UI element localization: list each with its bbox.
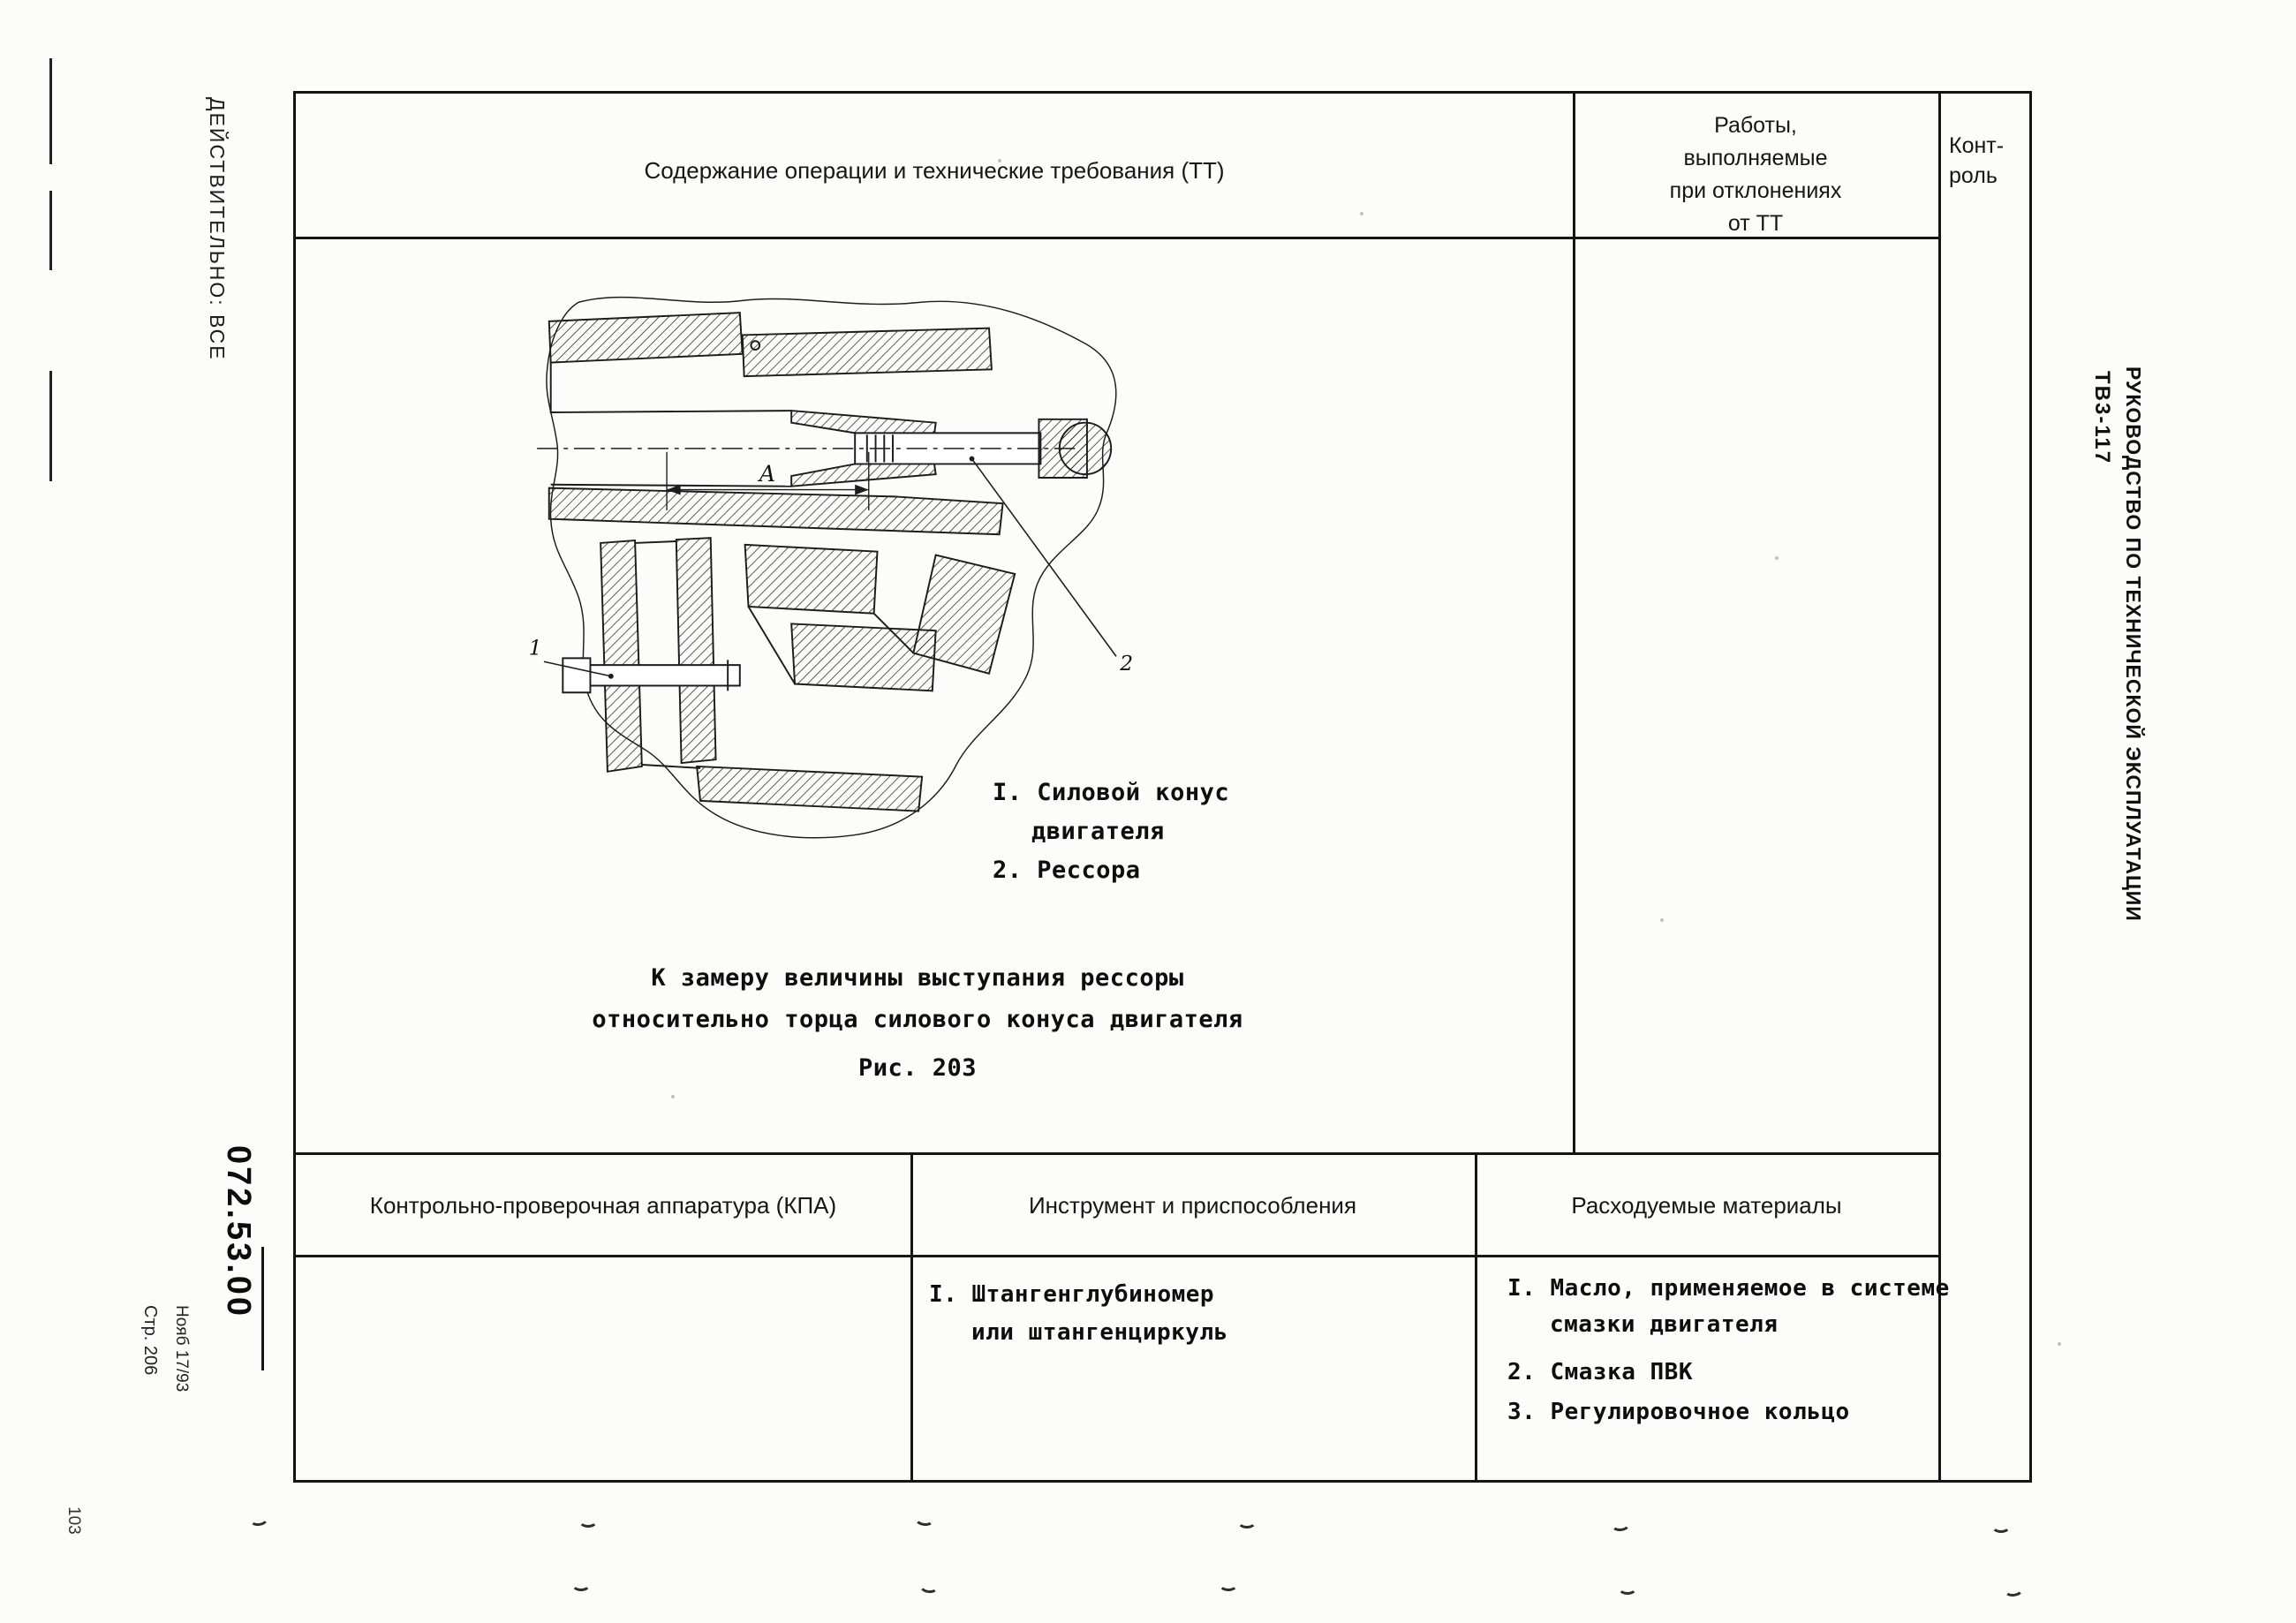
bottom-header-materials: Расходуемые материалы xyxy=(1571,1192,1842,1219)
punch-mark xyxy=(247,1510,270,1528)
materials-item: 3. Регулировочное кольцо xyxy=(1507,1399,1850,1425)
materials-list: I. Масло, применяемое в системе смазки д… xyxy=(1507,1275,1950,1425)
header-deviations-line: Работы, xyxy=(1714,113,1797,138)
tools-item-continuation: или штангенциркуль xyxy=(971,1319,1228,1346)
scan-artifact xyxy=(49,191,52,270)
header-deviations-line: от ТТ xyxy=(1727,211,1784,236)
callout-2-leader xyxy=(971,458,1117,657)
bottom-column-divider-2 xyxy=(1475,1152,1477,1480)
column-divider-control xyxy=(1938,94,1941,1480)
figure-caption-line: К замеру величины выступания рессоры xyxy=(651,964,1184,992)
technical-drawing: 1 2 А xyxy=(529,296,1133,839)
revision-date: Нояб 17/93 xyxy=(172,1305,191,1393)
punch-mark xyxy=(1610,1516,1631,1532)
legend-item: I. Силовой конус xyxy=(993,779,1230,806)
scan-artifact xyxy=(49,371,52,481)
punch-mark xyxy=(571,1577,591,1591)
screw-detail xyxy=(750,340,761,351)
section-geometry xyxy=(537,296,1117,839)
legend-item-continuation: двигателя xyxy=(1031,818,1165,845)
header-deviations-line: при отклонениях xyxy=(1669,178,1842,203)
scan-speck xyxy=(1660,918,1664,922)
dimension-a-label: А xyxy=(757,461,775,487)
callout-1-label: 1 xyxy=(529,635,542,660)
punch-mark xyxy=(578,1514,598,1528)
validity-note: ДЕЙСТВИТЕЛЬНО: ВСЕ xyxy=(206,97,229,361)
tools-list: I. Штангенглубиномер или штангенциркуль xyxy=(929,1281,1228,1346)
punch-mark xyxy=(1237,1514,1257,1529)
materials-item: 2. Смазка ПВК xyxy=(1507,1359,1693,1385)
figure-caption: К замеру величины выступания рессоры отн… xyxy=(520,957,1315,1040)
chapter-underline xyxy=(261,1247,264,1370)
bottom-header-divider xyxy=(296,1255,1938,1257)
scan-artifact xyxy=(49,58,52,164)
tools-item: I. Штангенглубиномер xyxy=(929,1281,1215,1308)
figure-legend: I. Силовой конус двигателя 2. Рессора xyxy=(993,774,1229,890)
header-operations: Содержание операции и технические требов… xyxy=(644,157,1225,184)
scan-speck xyxy=(1360,212,1363,215)
header-deviations: Работы, выполняемые при отклонениях от Т… xyxy=(1573,109,1938,240)
scan-speck xyxy=(671,1095,675,1098)
punch-mark xyxy=(1991,1519,2011,1533)
scan-speck xyxy=(2058,1342,2061,1346)
materials-item-continuation: смазки двигателя xyxy=(1550,1311,1779,1338)
scan-speck xyxy=(998,159,1001,162)
section-outline xyxy=(546,296,1117,839)
chapter-number: 072.53.00 xyxy=(220,1145,257,1319)
scan-speck xyxy=(1775,556,1779,560)
punch-mark xyxy=(1618,1581,1637,1595)
bottom-header-kpa: Контрольно-проверочная аппаратура (КПА) xyxy=(369,1192,837,1219)
figure-caption-line: относительно торца силового конуса двига… xyxy=(592,1006,1243,1033)
header-deviations-line: выполняемые xyxy=(1683,146,1828,170)
page-number: Стр. 206 xyxy=(140,1305,160,1376)
doc-title-vertical: РУКОВОДСТВО ПО ТЕХНИЧЕСКОЙ ЭКСПЛУАТАЦИИ xyxy=(2122,366,2145,922)
materials-item: I. Масло, применяемое в системе xyxy=(1507,1275,1950,1302)
header-control: Конт- роль xyxy=(1949,131,2028,191)
header-control-line: роль xyxy=(1949,163,1998,188)
punch-mark xyxy=(2003,1581,2024,1598)
header-control-line: Конт- xyxy=(1949,133,2005,158)
header-divider xyxy=(296,237,1938,239)
legend-item: 2. Рессора xyxy=(993,857,1141,884)
column-divider-deviations xyxy=(1573,94,1575,1152)
doc-code-vertical: ТВ3-117 xyxy=(2090,371,2114,465)
bottom-header-tools: Инструмент и приспособления xyxy=(1028,1192,1357,1219)
bottom-column-divider-1 xyxy=(910,1152,913,1480)
punch-mark xyxy=(918,1577,940,1595)
figure-number: Рис. 203 xyxy=(857,1054,978,1082)
punch-mark xyxy=(914,1510,935,1528)
main-table: Содержание операции и технические требов… xyxy=(293,91,2032,1483)
callout-1-leader xyxy=(543,661,611,677)
sheet-number: 103 xyxy=(64,1506,83,1535)
bottom-section-top-divider xyxy=(296,1152,1938,1155)
callout-2-label: 2 xyxy=(1119,651,1133,676)
punch-mark xyxy=(1219,1577,1238,1591)
